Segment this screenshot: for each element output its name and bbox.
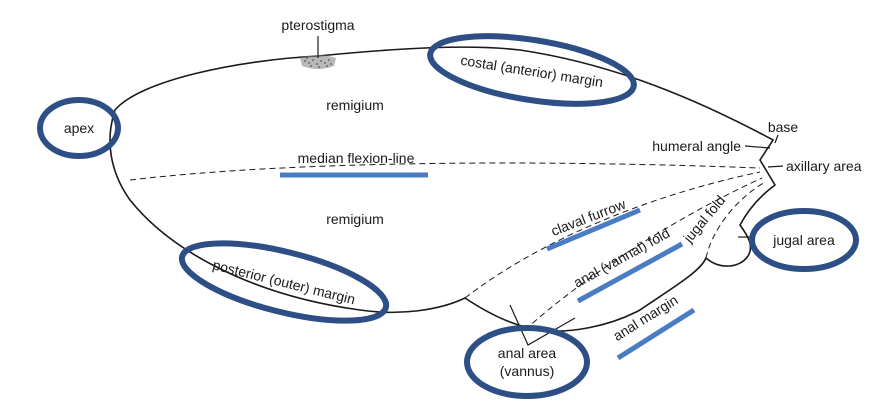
label-costal-margin: costal (anterior) margin: [460, 52, 605, 90]
label-median-flexion-line: median flexion-line: [298, 150, 415, 166]
label-jugal-fold: jugal fold: [679, 192, 728, 246]
anal-fold-line: [524, 177, 763, 331]
base-leader: [774, 134, 779, 144]
anal-area-leader: [509, 304, 576, 346]
label-axillary-area: axillary area: [786, 158, 862, 174]
label-humeral-angle: humeral angle: [652, 138, 741, 154]
anal-area-highlight: [464, 325, 590, 399]
label-anal-margin: anal margin: [610, 292, 681, 344]
label-jugal-area: jugal area: [772, 232, 835, 248]
label-remigium-lower: remigium: [326, 211, 384, 227]
jugal-area-highlight: [749, 208, 859, 272]
anal-margin-underline: [616, 307, 696, 361]
wing-outline: [109, 46, 777, 332]
posterior-margin-highlight: [178, 240, 390, 324]
label-vannus: (vannus): [500, 363, 554, 379]
pterostigma-patch: [300, 55, 336, 69]
label-apex: apex: [64, 120, 94, 136]
anal-fold-underline: [576, 241, 684, 304]
median-flexion-line: [129, 162, 761, 181]
axillary-area-leader: [767, 165, 784, 168]
fold-lines: [129, 162, 766, 331]
underline-bars: [280, 172, 696, 361]
label-anal-area: anal area: [498, 345, 557, 361]
highlight-ellipses: [37, 33, 859, 399]
apex-highlight: [37, 97, 121, 159]
costal-margin-highlight: [427, 33, 637, 107]
claval-furrow-line: [464, 171, 761, 299]
claval-furrow-underline: [546, 207, 641, 252]
label-pterostigma: pterostigma: [281, 17, 354, 33]
humeral-angle-leader: [744, 145, 771, 149]
label-base: base: [768, 119, 799, 135]
label-remigium-upper: remigium: [326, 97, 384, 113]
